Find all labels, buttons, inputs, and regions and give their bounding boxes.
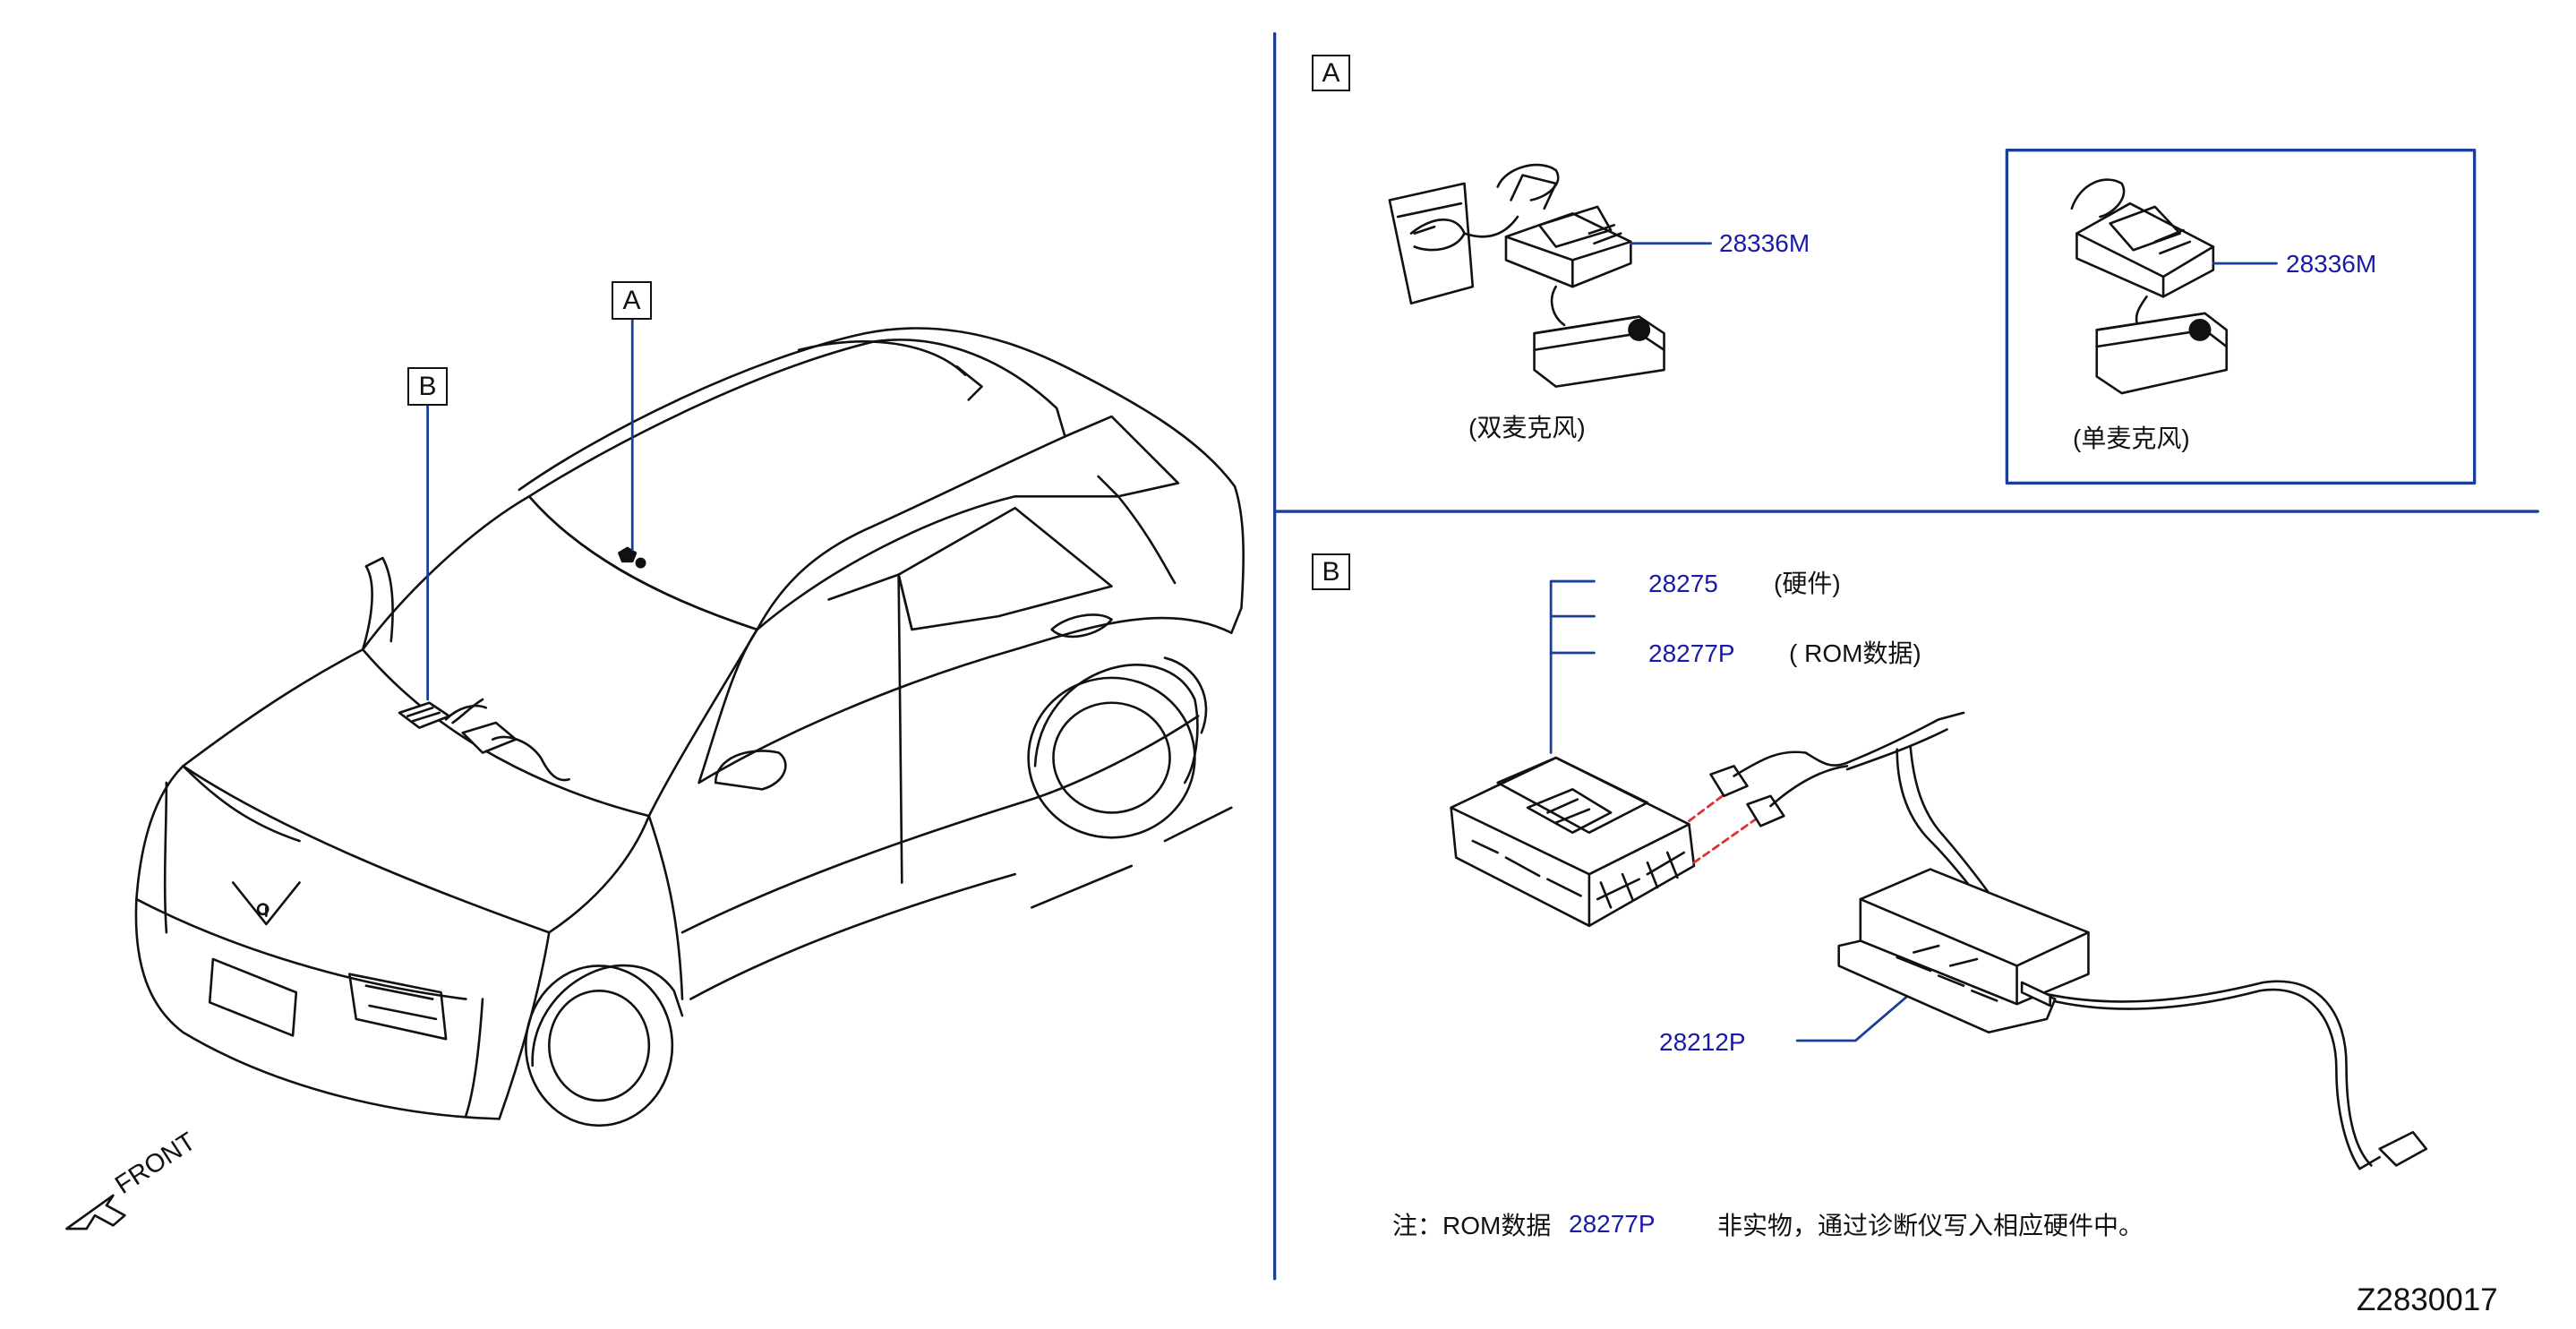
single-microphone-caption: (单麦克风) xyxy=(2073,424,2190,452)
hardware-caption: (硬件) xyxy=(1774,570,1841,597)
note-prefix: 注：ROM数据 xyxy=(1392,1212,1552,1239)
callout-b[interactable]: B xyxy=(407,367,448,406)
note-suffix: 非实物，通过诊断仪写入相应硬件中。 xyxy=(1717,1212,2144,1239)
part-number-28212p[interactable]: 28212P xyxy=(1659,1028,1746,1056)
front-arrow xyxy=(65,1194,126,1230)
section-b-label: B xyxy=(1312,553,1350,590)
single-microphone-drawing xyxy=(2070,178,2229,395)
dual-microphone-caption: (双麦克风) xyxy=(1468,414,1586,442)
part-number-28336m-dual[interactable]: 28336M xyxy=(1719,229,1810,257)
vehicle-drawing xyxy=(134,327,1245,1128)
tcu-drawing xyxy=(1837,868,2090,1034)
diagram-id: Z2830017 xyxy=(2357,1282,2498,1317)
part-number-28277p[interactable]: 28277P xyxy=(1648,639,1735,667)
part-number-28336m-single[interactable]: 28336M xyxy=(2286,250,2377,278)
callout-a[interactable]: A xyxy=(612,281,652,320)
note-part-number-28277p[interactable]: 28277P xyxy=(1569,1210,1656,1238)
part-number-28275[interactable]: 28275 xyxy=(1648,570,1718,597)
dual-microphone-drawing xyxy=(1388,163,1665,388)
module-drawing xyxy=(1450,756,1696,928)
section-a-label: A xyxy=(1312,55,1350,91)
rom-data-caption: ( ROM数据) xyxy=(1789,639,1921,667)
